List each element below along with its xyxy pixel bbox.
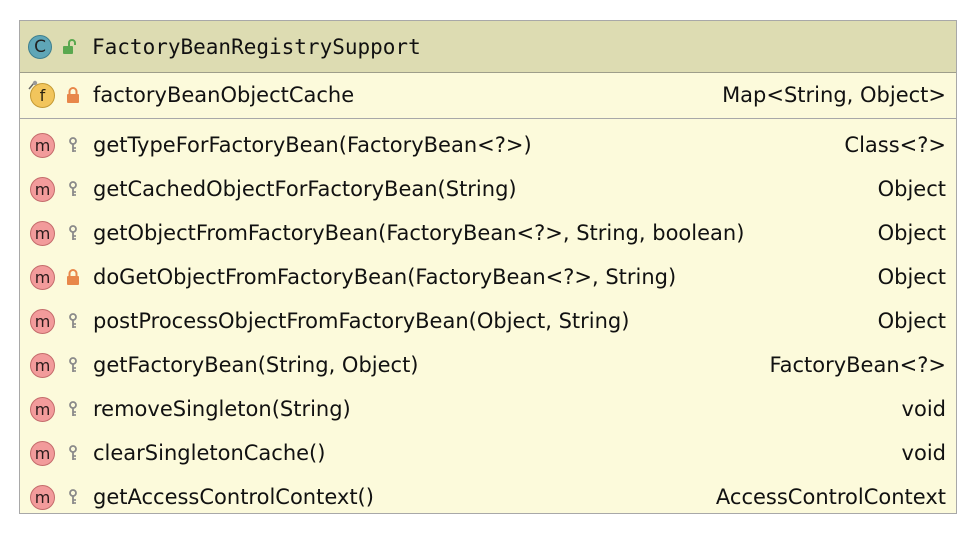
- method-row[interactable]: m getObjectFromFactoryBean(FactoryBean<?…: [20, 211, 956, 255]
- method-name: getTypeForFactoryBean(FactoryBean<?>): [93, 133, 532, 157]
- method-name: postProcessObjectFromFactoryBean(Object,…: [93, 309, 630, 333]
- method-name: getObjectFromFactoryBean(FactoryBean<?>,…: [93, 221, 745, 245]
- package-key-icon: [69, 489, 77, 504]
- method-return-type: FactoryBean<?>: [769, 353, 946, 377]
- method-icon: m: [30, 440, 55, 466]
- method-return-type: Class<?>: [844, 133, 946, 157]
- uml-class-diagram: C FactoryBeanRegistrySupport f factoryBe…: [19, 20, 957, 514]
- method-row[interactable]: m clearSingletonCache() void: [20, 431, 956, 475]
- package-key-icon: [69, 181, 77, 196]
- method-row[interactable]: m getCachedObjectForFactoryBean(String) …: [20, 167, 956, 211]
- package-key-icon: [69, 313, 77, 328]
- method-name: clearSingletonCache(): [93, 441, 326, 465]
- fields-section: f factoryBeanObjectCache Map<String, Obj…: [20, 73, 956, 119]
- class-title: FactoryBeanRegistrySupport: [92, 34, 421, 59]
- method-return-type: void: [901, 397, 946, 421]
- method-icon: m: [30, 484, 55, 510]
- method-name: doGetObjectFromFactoryBean(FactoryBean<?…: [93, 265, 677, 289]
- method-row[interactable]: m postProcessObjectFromFactoryBean(Objec…: [20, 299, 956, 343]
- method-icon: m: [30, 264, 55, 290]
- method-icon: m: [30, 396, 55, 422]
- field-name: factoryBeanObjectCache: [93, 83, 355, 107]
- method-name: getAccessControlContext(): [93, 485, 374, 509]
- field-icon: f: [28, 80, 55, 108]
- method-return-type: Object: [877, 177, 946, 201]
- pin-icon: [28, 80, 38, 89]
- method-icon: m: [30, 220, 55, 246]
- method-return-type: Object: [877, 309, 946, 333]
- methods-section: m getTypeForFactoryBean(FactoryBean<?>) …: [20, 119, 956, 519]
- package-key-icon: [69, 401, 77, 416]
- method-return-type: void: [901, 441, 946, 465]
- method-icon: m: [30, 132, 55, 158]
- method-return-type: Object: [877, 221, 946, 245]
- method-return-type: AccessControlContext: [715, 485, 946, 509]
- method-row[interactable]: m getFactoryBean(String, Object) Factory…: [20, 343, 956, 387]
- method-return-type: Object: [877, 265, 946, 289]
- package-key-icon: [69, 445, 77, 460]
- class-header: C FactoryBeanRegistrySupport: [20, 21, 956, 73]
- method-name: getFactoryBean(String, Object): [93, 353, 419, 377]
- public-unlock-icon: [63, 38, 76, 54]
- method-row[interactable]: m removeSingleton(String) void: [20, 387, 956, 431]
- package-key-icon: [69, 357, 77, 372]
- method-row[interactable]: m doGetObjectFromFactoryBean(FactoryBean…: [20, 255, 956, 299]
- method-row[interactable]: m getTypeForFactoryBean(FactoryBean<?>) …: [20, 123, 956, 167]
- method-row[interactable]: m getAccessControlContext() AccessContro…: [20, 475, 956, 519]
- method-name: getCachedObjectForFactoryBean(String): [93, 177, 517, 201]
- method-icon: m: [30, 308, 55, 334]
- private-lock-icon: [67, 269, 79, 285]
- private-lock-icon: [67, 87, 79, 103]
- method-name: removeSingleton(String): [93, 397, 351, 421]
- field-row[interactable]: f factoryBeanObjectCache Map<String, Obj…: [20, 73, 956, 117]
- field-type: Map<String, Object>: [722, 83, 946, 107]
- package-key-icon: [69, 137, 77, 152]
- method-icon: m: [30, 176, 55, 202]
- method-icon: m: [30, 352, 55, 378]
- package-key-icon: [69, 225, 77, 240]
- class-icon: C: [28, 34, 52, 59]
